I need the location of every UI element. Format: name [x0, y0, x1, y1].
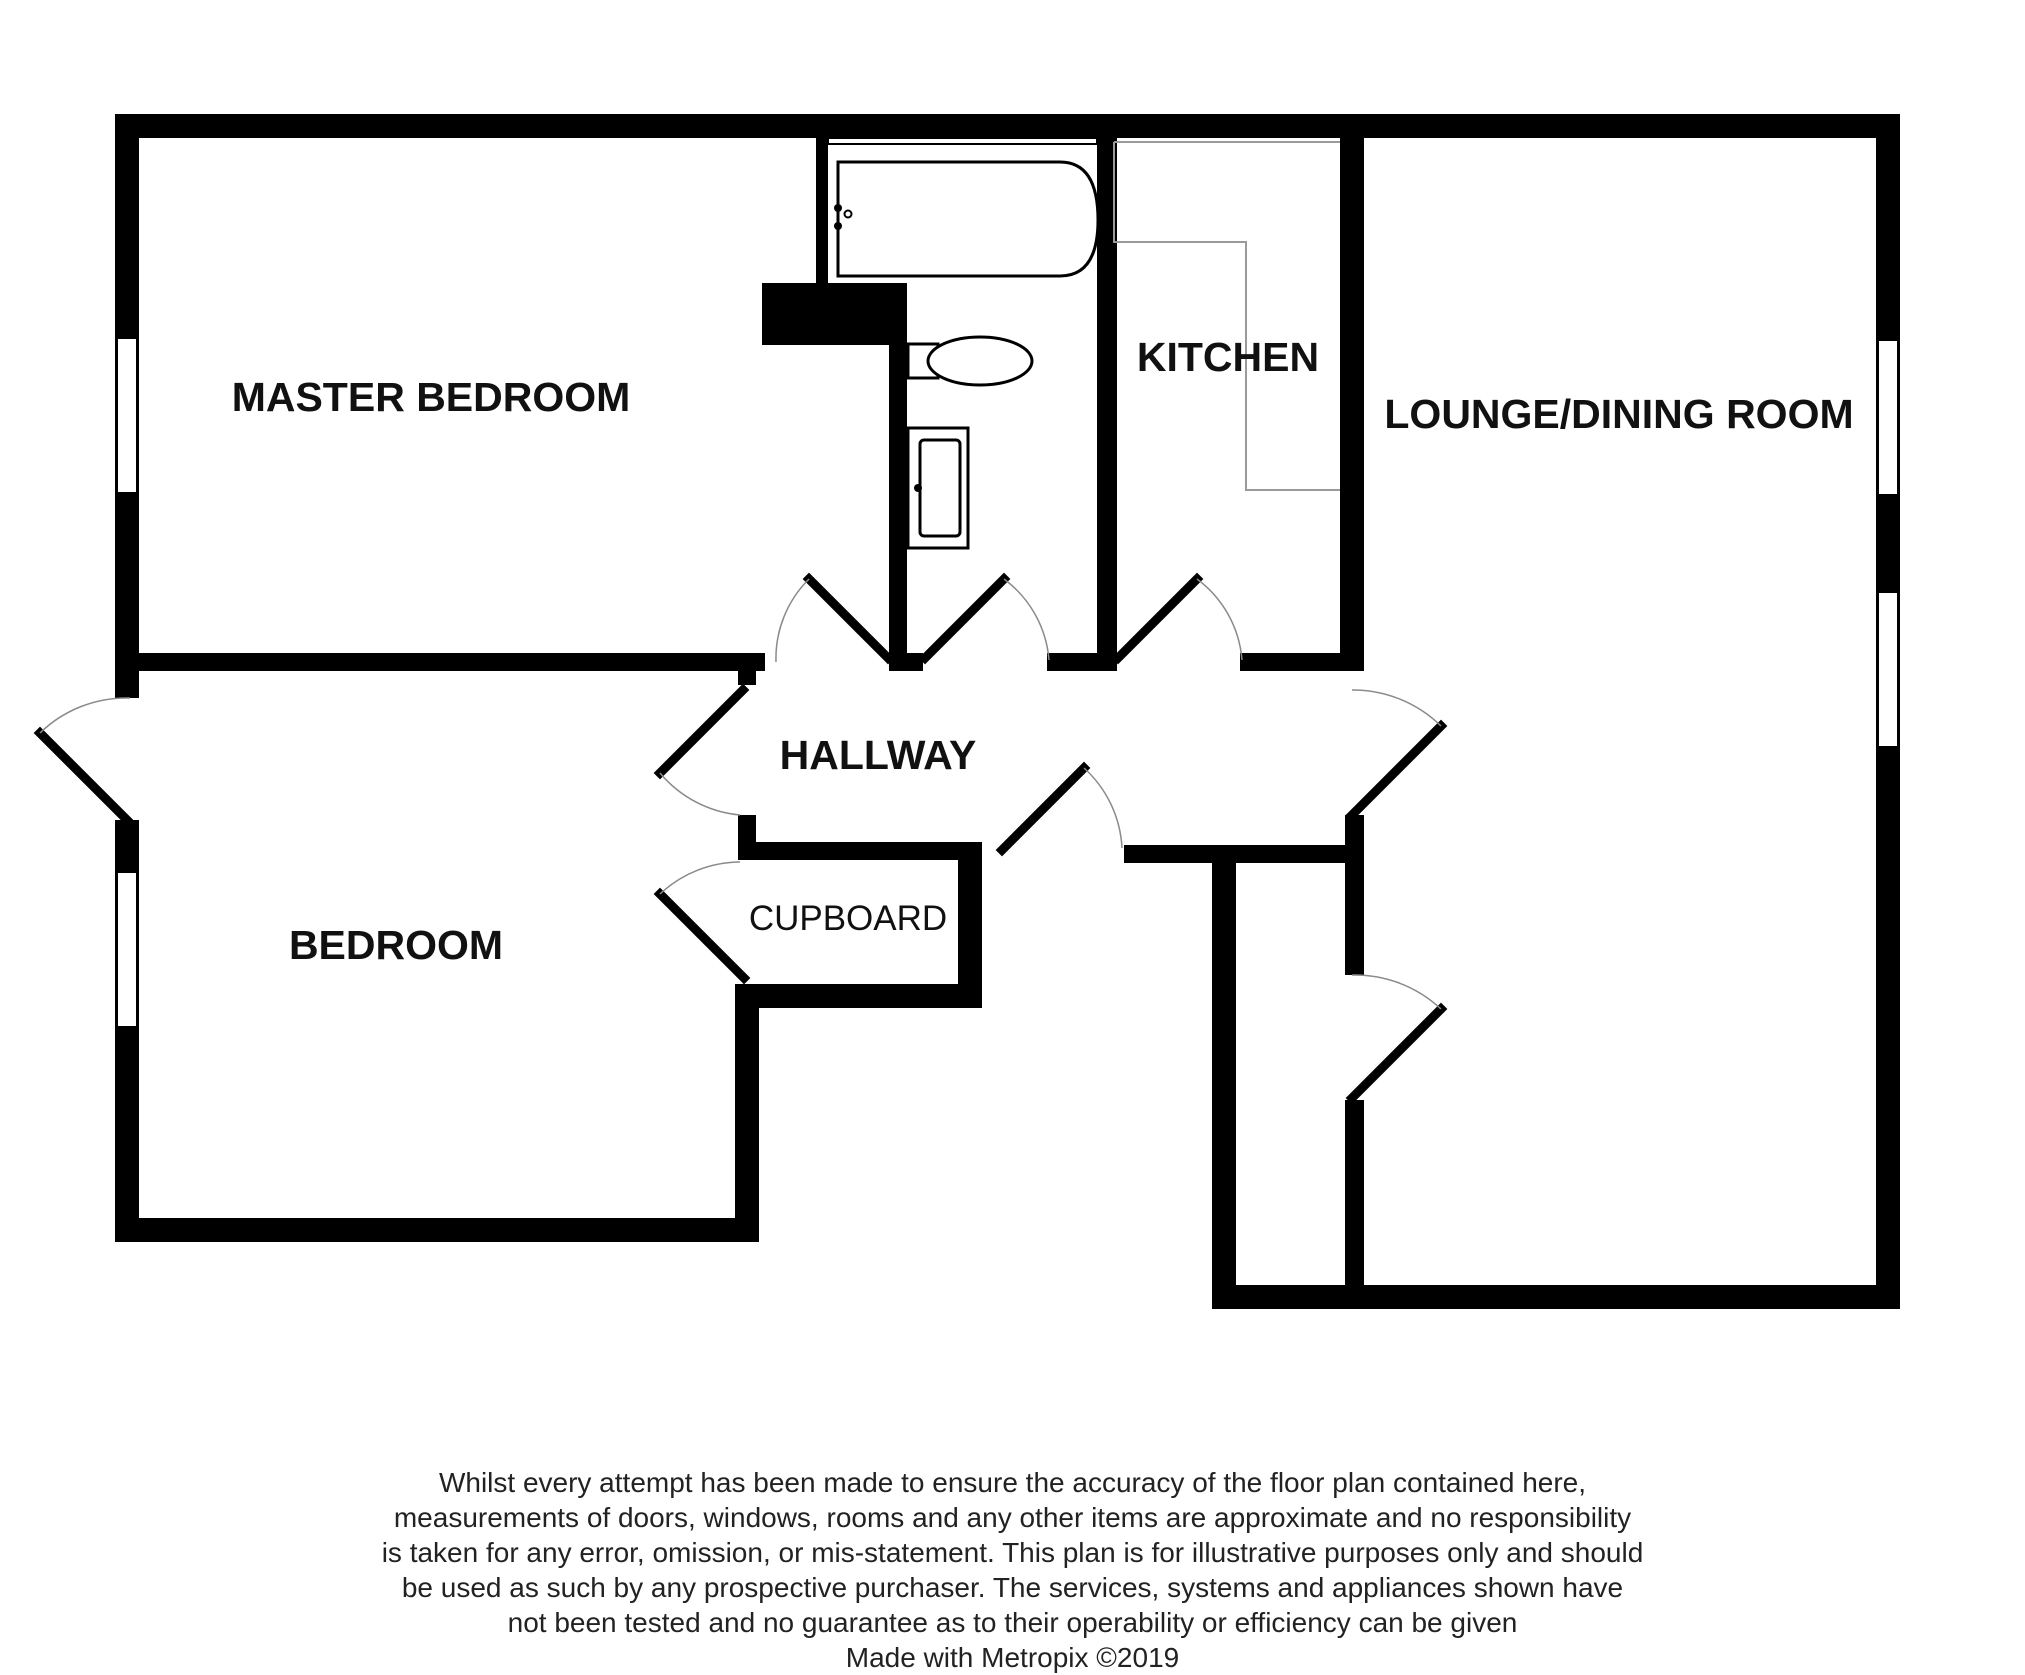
wall-bath-left	[816, 138, 828, 283]
door-bedroom-side[interactable]	[33, 697, 134, 827]
window-lounge-upper	[1877, 339, 1899, 496]
bathroom-fixtures	[834, 160, 1100, 550]
door-entrance[interactable]	[995, 761, 1123, 857]
label-lounge-dining: LOUNGE/DINING ROOM	[1384, 391, 1853, 437]
wall-lounge-left-low	[1345, 1100, 1364, 1309]
wall-bedroom-divider	[115, 653, 765, 671]
door-master-bedroom[interactable]	[775, 572, 895, 665]
wall-lounge-left-mid	[1345, 815, 1364, 975]
wall-bedroom-right	[735, 984, 759, 1242]
label-hallway: HALLWAY	[780, 732, 977, 778]
windows	[116, 137, 1899, 1028]
door-bathroom[interactable]	[918, 572, 1050, 665]
label-bedroom: BEDROOM	[289, 922, 503, 968]
window-lounge-lower	[1877, 591, 1899, 748]
wall-top	[115, 114, 1900, 138]
kitchen-worktop	[1113, 142, 1340, 491]
doors	[33, 572, 1448, 1105]
wall-bath-bottom-stub	[889, 653, 923, 671]
label-kitchen: KITCHEN	[1137, 334, 1319, 380]
credit-text: Made with Metropix ©2019	[845, 1642, 1180, 1673]
wall-hallway-left-stub	[738, 815, 756, 860]
wall-bottom	[1212, 1285, 1900, 1309]
door-lounge[interactable]	[1345, 689, 1448, 822]
wall-kitchen-right	[1340, 138, 1364, 671]
wall-chimney	[762, 283, 907, 345]
toilet-icon	[906, 335, 1034, 387]
wall-cupboard-bottom	[735, 984, 982, 1008]
door-kitchen[interactable]	[1111, 572, 1243, 665]
wall-kitchen-bottom	[1240, 653, 1340, 671]
label-master-bedroom: MASTER BEDROOM	[232, 374, 631, 420]
window-master-bedroom	[116, 337, 138, 494]
door-cupboard[interactable]	[653, 861, 751, 985]
wall-store-top	[1124, 845, 1364, 863]
disclaimer-text: Whilst every attempt has been made to en…	[381, 1467, 1644, 1638]
sink-icon	[906, 426, 970, 550]
window-bathroom	[827, 137, 1098, 145]
wall-store-left	[1212, 845, 1236, 1309]
wall-bath-right	[1097, 138, 1117, 671]
wall-hallway-bottom	[738, 842, 982, 860]
disclaimer: Whilst every attempt has been made to en…	[380, 1465, 1645, 1675]
wall-divider-stub	[738, 653, 756, 685]
wall-cupboard-right	[958, 842, 982, 1008]
door-bedroom[interactable]	[653, 683, 750, 816]
door-store[interactable]	[1345, 974, 1448, 1105]
wall-bedroom-bottom	[115, 1218, 759, 1242]
label-cupboard: CUPBOARD	[749, 899, 947, 938]
bath-icon	[834, 160, 1100, 278]
walls	[115, 114, 1900, 1309]
window-bedroom	[116, 871, 138, 1028]
wall-bath-lower-left	[889, 283, 907, 671]
